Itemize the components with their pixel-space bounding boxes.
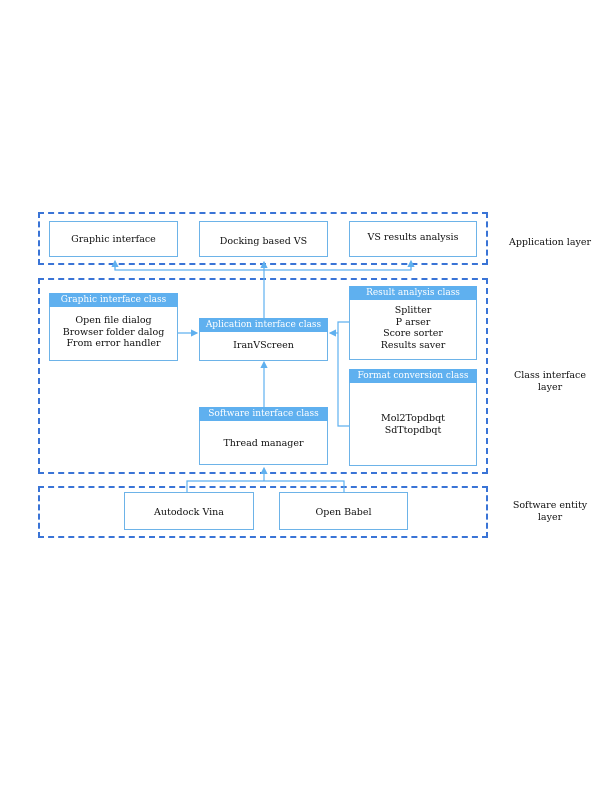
autodock-vina-label: Autodock Vina xyxy=(154,507,224,518)
class-interface-layer-label-line1: Class interface xyxy=(513,370,586,381)
application-layer-label: Application layer xyxy=(508,237,592,248)
application-interface-class-header: Aplication interface class xyxy=(199,318,328,332)
docking-based-vs-box: Docking based VS xyxy=(199,221,328,257)
format-conversion-class-methods: Mol2Topdbqt SdTtopdbqt xyxy=(350,413,476,436)
app-distribution-line xyxy=(114,266,412,271)
software-interface-class-header: Software interface class xyxy=(199,407,328,421)
class-interface-layer-label-line2: layer xyxy=(537,382,563,393)
software-entity-layer-label-line2: layer xyxy=(537,512,563,523)
graphic-interface-label: Graphic interface xyxy=(71,234,156,245)
method-results-saver: Results saver xyxy=(380,339,446,351)
vs-results-analysis-label: VS results analysis xyxy=(367,232,459,243)
application-interface-class-box: Aplication interface class IranVScreen xyxy=(199,318,328,361)
graphic-interface-class-box: Graphic interface class Open file dialog… xyxy=(49,293,178,361)
format-conversion-class-header: Format conversion class xyxy=(349,369,477,383)
graphic-interface-class-header: Graphic interface class xyxy=(49,293,178,307)
thread-manager-label: Thread manager xyxy=(223,438,304,449)
software-interface-class-box: Software interface class Thread manager xyxy=(199,407,328,465)
method-browser-folder-dialog: Browser folder dalog xyxy=(62,326,165,338)
iranvscreen-label: IranVScreen xyxy=(233,340,294,351)
method-mol2topdbqt: Mol2Topdbqt xyxy=(381,413,445,424)
graphic-interface-class-methods: Open file dialog Browser folder dalog Fr… xyxy=(50,315,177,350)
software-entity-layer-label-line1: Software entity xyxy=(512,500,588,511)
software-distribution-line xyxy=(186,480,345,492)
right-bracket-line xyxy=(337,321,349,427)
result-analysis-class-box: Result analysis class Splitter P arser S… xyxy=(349,286,477,360)
open-babel-label: Open Babel xyxy=(315,507,372,518)
format-conversion-class-box: Format conversion class Mol2Topdbqt SdTt… xyxy=(349,369,477,466)
software-entity-layer-container xyxy=(38,486,488,538)
method-open-file-dialog: Open file dialog xyxy=(75,315,152,326)
result-analysis-class-header: Result analysis class xyxy=(349,286,477,300)
method-splitter: Splitter xyxy=(394,305,432,316)
graphic-interface-box: Graphic interface xyxy=(49,221,178,257)
open-babel-box: Open Babel xyxy=(279,492,408,530)
vs-results-analysis-box: VS results analysis xyxy=(349,221,477,257)
docking-based-vs-label: Docking based VS xyxy=(219,236,308,247)
class-interface-layer-label: Class interface layer xyxy=(500,370,600,394)
result-analysis-class-methods: Splitter P arser Score sorter Results sa… xyxy=(350,305,476,351)
autodock-vina-box: Autodock Vina xyxy=(124,492,254,530)
method-from-error-handler: From error handler xyxy=(66,338,161,349)
software-entity-layer-label: Software entity layer xyxy=(500,500,600,524)
method-sdttopdbqt: SdTtopdbqt xyxy=(384,424,442,436)
method-score-sorter: Score sorter xyxy=(383,328,443,339)
method-parser: P arser xyxy=(395,316,431,328)
